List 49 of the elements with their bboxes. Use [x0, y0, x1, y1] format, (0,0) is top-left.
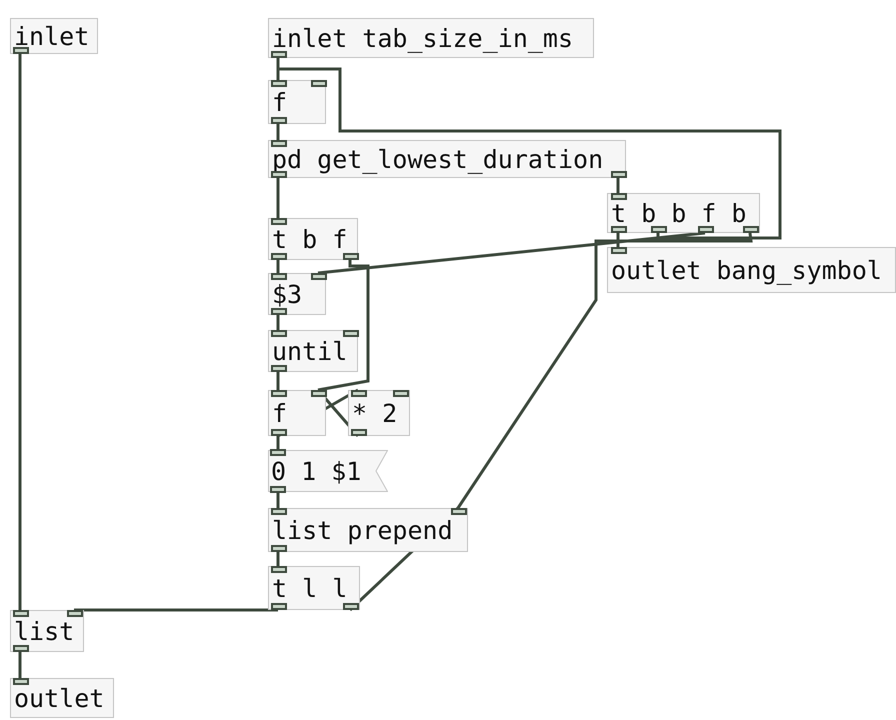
- object-text: inlet tab_size_in_ms: [271, 26, 574, 50]
- object-box: [10, 610, 84, 652]
- object-box: [268, 18, 594, 58]
- object-text: t b b f b: [610, 200, 748, 226]
- object-text: outlet bang_symbol: [610, 258, 883, 282]
- patch-cord: [318, 260, 370, 392]
- object-text: * 2: [351, 400, 398, 426]
- object-text: pd get_lowest_duration: [271, 146, 604, 172]
- object-text: list prepend: [271, 518, 454, 542]
- patch-cord: [276, 492, 280, 508]
- object-box: [268, 218, 358, 260]
- patch-cord: [616, 178, 620, 193]
- object-text: t l l: [271, 576, 348, 600]
- patch-cord: [276, 315, 280, 330]
- patch-cord: [616, 233, 620, 247]
- patch-cord: [318, 232, 706, 274]
- patch-cord: [456, 232, 753, 509]
- object-box: [607, 193, 760, 233]
- patch-cord: [18, 54, 22, 610]
- object-text: inlet: [13, 24, 90, 48]
- patch-cord: [276, 124, 280, 140]
- object-text: $3: [271, 282, 304, 306]
- object-box: [10, 18, 98, 54]
- object-text: until: [271, 338, 348, 364]
- patch-cord: [276, 68, 782, 240]
- object-box: [268, 140, 626, 178]
- object-box: [268, 80, 326, 124]
- patch-cord: [276, 178, 280, 218]
- object-box: [268, 566, 360, 610]
- object-box: [268, 390, 326, 436]
- message-box: [268, 450, 388, 492]
- object-box: [10, 678, 114, 718]
- patch-cord: [276, 552, 280, 566]
- object-text: 0 1 $1: [270, 458, 362, 484]
- patch-cord: [18, 652, 22, 678]
- object-text: t b f: [271, 226, 348, 252]
- object-box: [607, 247, 896, 293]
- object-box: [268, 273, 326, 315]
- object-text: f: [271, 90, 288, 114]
- patch-cord: [276, 260, 280, 273]
- object-box: [268, 330, 358, 372]
- object-box: [348, 390, 410, 436]
- patch-cord: [276, 436, 280, 450]
- patch-cord: [74, 608, 278, 612]
- object-text: outlet: [13, 686, 106, 710]
- object-text: f: [271, 400, 288, 426]
- object-text: list: [13, 618, 76, 644]
- patch-cord: [276, 372, 280, 390]
- object-box: [268, 508, 468, 552]
